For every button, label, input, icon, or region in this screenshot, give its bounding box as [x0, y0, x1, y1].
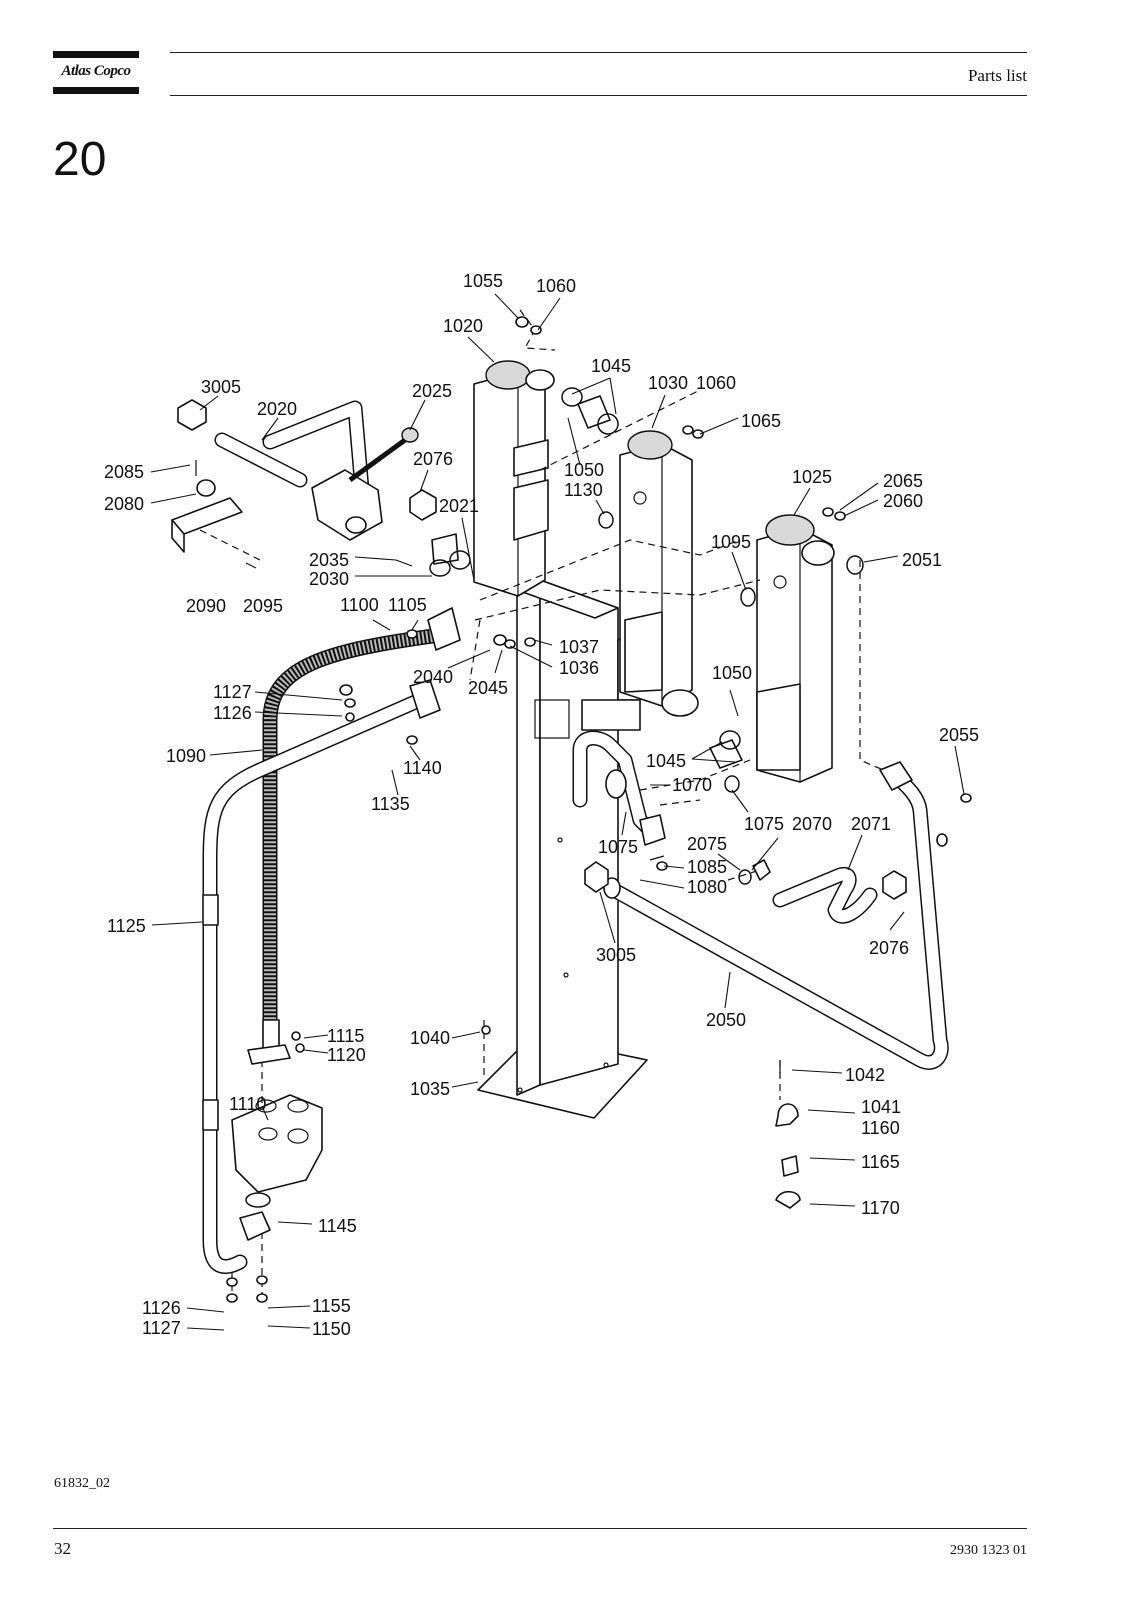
callout-2075: 2075: [687, 834, 727, 854]
callout-2071: 2071: [851, 814, 891, 834]
callout-labels: 1055 1060 1020 1045 1030 1060 1065 3005 …: [104, 271, 979, 1339]
callout-1085: 1085: [687, 857, 727, 877]
callout-2051: 2051: [902, 550, 942, 570]
callout-1030: 1030: [648, 373, 688, 393]
callout-1115: 1115: [327, 1026, 364, 1046]
callout-2070: 2070: [792, 814, 832, 834]
callout-1035: 1035: [410, 1079, 450, 1099]
callout-1170: 1170: [861, 1198, 900, 1218]
callout-2021: 2021: [439, 496, 479, 516]
flexible-hose: [247, 607, 461, 1065]
callout-1126: 1126: [142, 1298, 181, 1318]
callout-1090: 1090: [166, 746, 206, 766]
callout-2035: 2035: [309, 550, 349, 570]
callout-1126: 1126: [213, 703, 252, 723]
pipe-2071: [584, 859, 907, 924]
callout-1100: 1100: [340, 595, 379, 615]
callout-3005: 3005: [596, 945, 636, 965]
callout-1060: 1060: [696, 373, 736, 393]
valve-assembly: [177, 399, 471, 577]
pipe-1070: [572, 730, 666, 846]
callout-2076: 2076: [413, 449, 453, 469]
logo-top-bar: [53, 51, 139, 58]
header-rule-top: [170, 52, 1027, 53]
callout-1055: 1055: [463, 271, 503, 291]
callout-1150: 1150: [312, 1319, 351, 1339]
callout-1065: 1065: [741, 411, 781, 431]
callout-1036: 1036: [559, 658, 599, 678]
callout-2025: 2025: [412, 381, 452, 401]
callout-2040: 2040: [413, 667, 453, 687]
callout-1140: 1140: [403, 758, 442, 778]
callout-2065: 2065: [883, 471, 923, 491]
callout-1041: 1041: [861, 1097, 901, 1117]
callout-1050: 1050: [564, 460, 604, 480]
callout-1130: 1130: [564, 480, 603, 500]
callout-1165: 1165: [861, 1152, 900, 1172]
callout-1160: 1160: [861, 1118, 900, 1138]
callout-1037: 1037: [559, 637, 599, 657]
section-number: 20: [53, 133, 107, 186]
callout-1155: 1155: [312, 1296, 351, 1316]
callout-2020: 2020: [257, 399, 297, 419]
callout-2045: 2045: [468, 678, 508, 698]
callout-1060: 1060: [536, 276, 576, 296]
callout-1042: 1042: [845, 1065, 885, 1085]
callout-1080: 1080: [687, 877, 727, 897]
callout-1070: 1070: [672, 775, 712, 795]
column-stand: [477, 579, 648, 1119]
pipe-2050: [603, 761, 949, 1070]
cooler-block-1030: [619, 430, 699, 717]
callout-2030: 2030: [309, 569, 349, 589]
clamp-parts: [775, 1060, 801, 1209]
callout-2060: 2060: [883, 491, 923, 511]
callout-2090: 2090: [186, 596, 226, 616]
document-number: 2930 1323 01: [950, 1543, 1027, 1558]
callout-leaders: [150, 293, 965, 1331]
callout-1075: 1075: [744, 814, 784, 834]
page-number: 32: [54, 1539, 71, 1558]
callout-1045: 1045: [591, 356, 631, 376]
callout-2055: 2055: [939, 725, 979, 745]
callout-2080: 2080: [104, 494, 144, 514]
pipe-1090: [202, 679, 441, 1274]
bracket-2090: [171, 460, 243, 553]
callout-1040: 1040: [410, 1028, 450, 1048]
callout-2050: 2050: [706, 1010, 746, 1030]
callout-1127: 1127: [142, 1318, 181, 1338]
bolts-and-washers: [245, 316, 972, 1053]
callout-1127: 1127: [213, 682, 252, 702]
footer-rule: [53, 1528, 1027, 1529]
callout-1145: 1145: [318, 1216, 357, 1236]
filter-housing-1110: [226, 1094, 323, 1303]
callout-3005: 3005: [201, 377, 241, 397]
callout-1095: 1095: [711, 532, 751, 552]
callout-2095: 2095: [243, 596, 283, 616]
callout-1050: 1050: [712, 663, 752, 683]
cooler-block-1025: [756, 514, 835, 783]
callout-1125: 1125: [107, 916, 146, 936]
cooler-block-1020: [473, 360, 555, 597]
callout-1020: 1020: [443, 316, 483, 336]
callout-1075: 1075: [598, 837, 638, 857]
header-rule-bottom: [170, 95, 1027, 96]
logo-bottom-bar: [53, 87, 139, 94]
brand-logo: Atlas Copco: [61, 63, 131, 79]
callout-1120: 1120: [327, 1045, 366, 1065]
header-title: Parts list: [967, 66, 1027, 85]
callout-1105: 1105: [388, 595, 427, 615]
callout-1025: 1025: [792, 467, 832, 487]
callout-2076: 2076: [869, 938, 909, 958]
callout-1135: 1135: [371, 794, 410, 814]
callout-1045: 1045: [646, 751, 686, 771]
figure-code: 61832_02: [54, 1476, 110, 1491]
callout-1110: 1110: [229, 1094, 266, 1114]
callout-2085: 2085: [104, 462, 144, 482]
